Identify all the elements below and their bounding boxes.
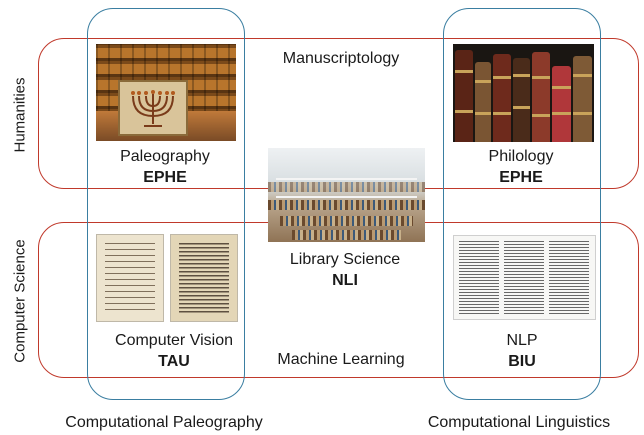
manuscript-page-image [96,234,164,322]
computer-science-label: Computer Science [11,239,29,363]
nlp-label: NLP [506,332,538,349]
paleography-image [96,44,236,141]
paleography-label: Paleography [120,148,210,165]
manuscript-menorah-icon [118,80,188,136]
computational-paleography-label: Computational Paleography [65,414,263,431]
computational-linguistics-label: Computational Linguistics [427,414,611,431]
computational-paleography-region [87,8,245,400]
computational-linguistics-region [443,8,601,400]
manuscriptology-label: Manuscriptology [282,50,400,67]
philology-image [453,44,594,142]
philology-institution: EPHE [499,169,543,186]
nlp-text-page-image [453,235,596,320]
library-science-institution: NLI [332,272,358,289]
computer-vision-institution: TAU [158,353,190,370]
machine-learning-label: Machine Learning [277,351,405,368]
library-science-label: Library Science [289,251,401,268]
humanities-label: Humanities [11,77,29,153]
manuscript-page-image [170,234,238,322]
paleography-institution: EPHE [143,169,187,186]
nlp-institution: BIU [508,353,536,370]
computer-vision-label: Computer Vision [115,332,233,349]
philology-label: Philology [488,148,554,165]
library-science-image [268,148,425,242]
